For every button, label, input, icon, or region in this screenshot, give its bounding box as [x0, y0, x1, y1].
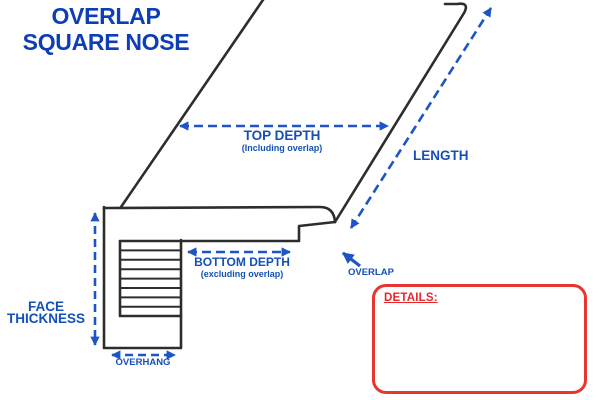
- diagram-title-line1: OVERLAP: [51, 3, 161, 29]
- channel-insert-outline: [118, 239, 183, 318]
- details-box: DETAILS:: [372, 284, 587, 394]
- right-perspective-edge: [333, 2, 468, 224]
- bottom-depth-note: (excluding overlap): [200, 268, 284, 279]
- face-thickness-label: FACE THICKNESS: [6, 299, 85, 326]
- overlap-pointer-arrow: [342, 251, 361, 268]
- front-face-outline: [102, 205, 183, 350]
- overhang-label: OVERHANG: [115, 357, 171, 368]
- top-depth-label-group: TOP DEPTH (Including overlap): [198, 128, 366, 154]
- overlap-label: OVERLAP: [348, 267, 394, 278]
- top-depth-label: TOP DEPTH: [243, 128, 321, 143]
- flooring-hatch-lines: [121, 249, 180, 308]
- overlap-lip-underside: [118, 220, 337, 243]
- diagram-title-line2: SQUARE NOSE: [22, 29, 190, 55]
- length-arrow: [349, 7, 493, 229]
- diagram-title: OVERLAP SQUARE NOSE: [0, 3, 212, 55]
- bottom-depth-label-group: BOTTOM DEPTH (excluding overlap): [172, 256, 312, 279]
- bottom-depth-label: BOTTOM DEPTH: [194, 255, 290, 269]
- left-perspective-edge: [119, 0, 265, 209]
- details-label: DETAILS:: [384, 292, 438, 304]
- top-depth-note: (Including overlap): [241, 143, 323, 154]
- length-label: LENGTH: [413, 148, 469, 163]
- top-front-edge: [102, 205, 337, 224]
